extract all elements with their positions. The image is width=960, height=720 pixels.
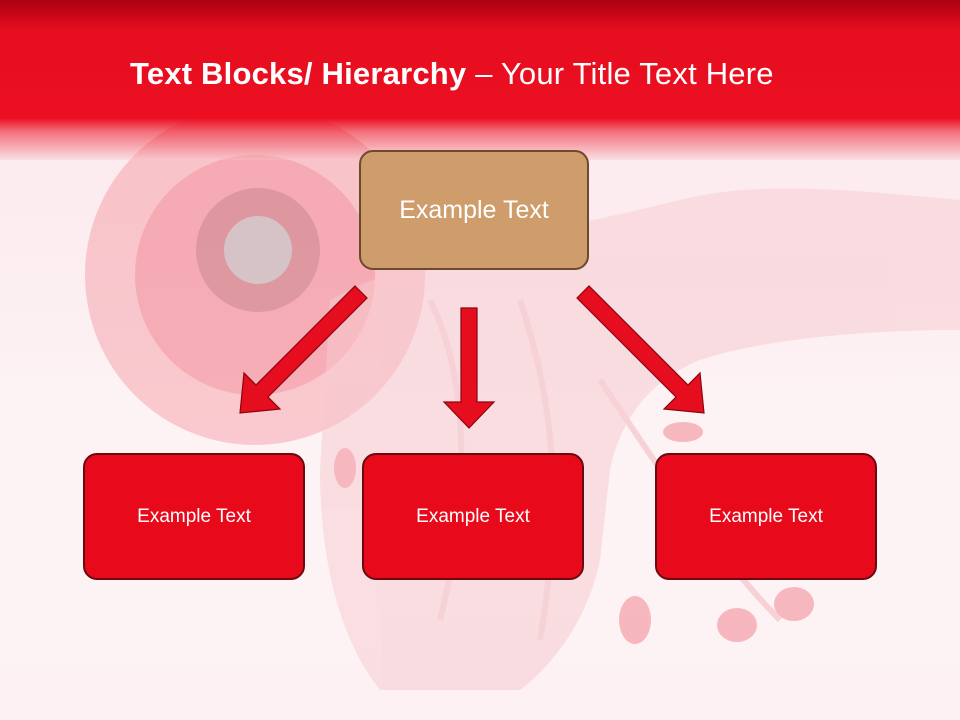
- top-level-label: Example Text: [399, 195, 549, 224]
- child-box-label: Example Text: [709, 505, 823, 527]
- child-box-label: Example Text: [416, 505, 530, 527]
- arrow-to-center: [442, 307, 496, 429]
- child-box-label: Example Text: [137, 505, 251, 527]
- slide-title-bold: Text Blocks/ Hierarchy: [130, 56, 467, 91]
- top-level-box: Example Text: [359, 150, 589, 270]
- arrow-to-left: [239, 285, 368, 414]
- slide-title-rest: – Your Title Text Here: [466, 56, 774, 91]
- title-bar: Text Blocks/ Hierarchy – Your Title Text…: [0, 0, 960, 160]
- child-box-right: Example Text: [655, 453, 877, 580]
- child-box-left: Example Text: [83, 453, 305, 580]
- arrow-to-right: [576, 285, 705, 414]
- slide-title: Text Blocks/ Hierarchy – Your Title Text…: [130, 56, 774, 92]
- child-box-center: Example Text: [362, 453, 584, 580]
